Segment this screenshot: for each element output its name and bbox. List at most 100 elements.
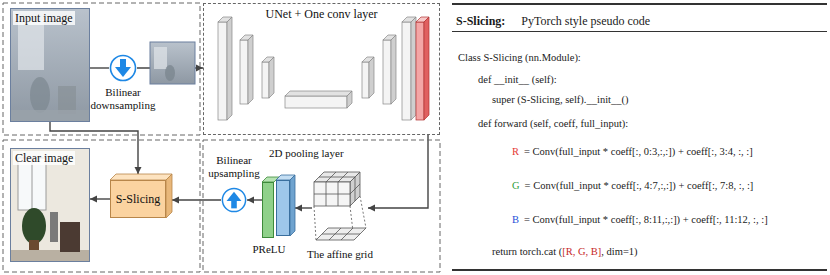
channel-name: G	[512, 180, 520, 191]
block-side-face	[290, 175, 295, 236]
connector-line	[90, 67, 109, 68]
conv-layer	[416, 22, 424, 120]
code-text: , dim=1)	[601, 246, 637, 257]
feature-map	[362, 62, 369, 98]
dashed-region	[3, 3, 200, 135]
upsampling-circle: Bilinear upsampling	[221, 187, 247, 213]
code-panel: S-Slicing: PyTorch style pseudo codeClass…	[452, 3, 827, 271]
grid-line	[355, 177, 356, 201]
connector	[247, 197, 262, 204]
connector	[295, 205, 312, 212]
code-line: R = Conv(full_input * coeff[:, 0:3,:,:]) …	[512, 141, 753, 159]
feature-map	[218, 22, 227, 120]
code-line: super (S-Slicing, self).__init__()	[492, 89, 628, 107]
code-text: = Conv(full_input * coeff[:, 8:11,:,:]) …	[524, 214, 768, 225]
region-title: UNet + One conv layer	[204, 7, 439, 21]
code-line: def __init__ (self):	[478, 69, 557, 87]
input-image-photo: Input image	[10, 8, 90, 122]
block-side-face	[166, 174, 172, 218]
clear-image-photo: Clear image	[10, 148, 90, 262]
arrow-head	[247, 197, 254, 204]
code-text: = Conv(full_input * coeff[:, 4:7,:,:]) +…	[525, 180, 754, 191]
feature-map-side	[391, 35, 396, 104]
operation-label: Bilinear upsampling	[200, 154, 268, 180]
operation-circle	[111, 56, 136, 81]
feature-map-side	[269, 57, 274, 98]
feature-map-side	[248, 35, 253, 104]
flat-grid	[316, 228, 366, 240]
code-line: return torch.cat ([R, G, B], dim=1)	[492, 241, 638, 259]
code-text: Class S-Slicing (nn.Module):	[458, 52, 581, 63]
hazy-photo	[10, 8, 90, 122]
arrow-head	[115, 67, 131, 77]
code-line: G = Conv(full_input * coeff[:, 4:7,:,:]) …	[512, 175, 753, 193]
channel-name: B	[512, 214, 519, 225]
affine-grid: The affine grid	[312, 170, 368, 246]
code-line: B = Conv(full_input * coeff[:, 8:11,:,:])…	[512, 209, 768, 227]
operation-label: Bilinear downsampling	[83, 86, 163, 112]
photo-window	[18, 20, 44, 70]
photo-caption: Clear image	[13, 151, 75, 165]
code-text: def __init__ (self):	[478, 74, 557, 85]
feature-map-side	[227, 17, 232, 120]
grid-line	[319, 177, 355, 178]
connector-line	[172, 199, 221, 200]
projection-line	[314, 206, 316, 240]
arrow-head	[227, 192, 242, 201]
connector	[90, 68, 109, 69]
code-heading: PyTorch style pseudo code	[521, 14, 650, 29]
photo-window	[154, 47, 167, 69]
feature-map	[383, 40, 391, 104]
code-text: def forward (self, coeff, full_input):	[478, 118, 628, 129]
header-rule	[452, 31, 827, 32]
feature-map-side	[347, 91, 352, 108]
circle-symbol	[109, 54, 137, 82]
code-text: = Conv(full_input * coeff[:, 0:3,:,:]) +…	[524, 146, 753, 157]
code-line: S-Slicing: PyTorch style pseudo code	[456, 11, 650, 29]
s-slicing-box: S-Slicing	[110, 180, 166, 218]
photo-plant	[22, 208, 46, 244]
photo-plant	[165, 65, 175, 81]
prelu-block: PReLU	[262, 182, 274, 238]
window-frame	[32, 158, 33, 210]
feature-map	[262, 62, 269, 98]
photo-caption: Input image	[13, 11, 75, 25]
small-hazy-photo	[150, 42, 195, 84]
channel-name: R	[512, 146, 519, 157]
feature-map-side	[411, 17, 416, 120]
arrow-head	[90, 196, 97, 203]
pooling-block: 2D pooling layer	[276, 180, 290, 236]
circle-symbol	[221, 187, 247, 213]
downsampling-circle: Bilinear downsampling	[109, 54, 137, 82]
grid-front-face	[314, 182, 350, 206]
unet-region: UNet + One conv layer	[203, 3, 440, 135]
connector	[172, 197, 221, 204]
clear-photo	[10, 148, 90, 262]
code-text: return torch.cat (	[492, 246, 562, 257]
grid-label: The affine grid	[300, 248, 380, 261]
photo-chair	[60, 222, 80, 252]
unet-bars	[218, 17, 429, 120]
affine-grid-drawing	[314, 172, 366, 240]
arrow-head	[368, 205, 375, 212]
arrow-head	[295, 205, 302, 212]
operation-circle	[222, 188, 245, 211]
layer-label: 2D pooling layer	[269, 147, 344, 160]
feature-map	[402, 22, 411, 120]
feature-map-side	[369, 57, 374, 98]
code-heading: S-Slicing:	[456, 14, 505, 29]
photo-pot	[29, 240, 39, 250]
photo-floor	[10, 110, 90, 122]
conv-layer-side	[424, 17, 429, 120]
grid-line	[314, 194, 350, 195]
projection-line	[360, 196, 366, 228]
channel-list: [R, G, B]	[562, 246, 601, 257]
photo-window	[18, 158, 46, 210]
feature-map-top	[285, 91, 352, 96]
arrow-head	[172, 197, 179, 204]
code-line: def forward (self, coeff, full_input):	[478, 113, 628, 131]
photo-radiator	[50, 212, 58, 242]
block-label: S-Slicing	[111, 192, 165, 206]
photo-plant	[30, 77, 50, 113]
connector	[90, 196, 110, 203]
